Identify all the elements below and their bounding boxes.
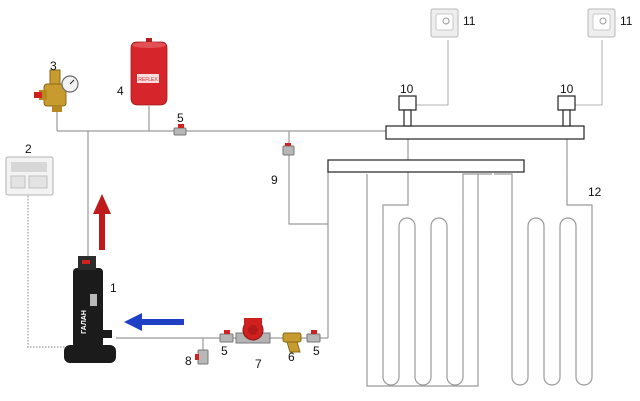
expansion-tank: REFLEX	[130, 38, 168, 106]
arrow-left-icon	[124, 313, 184, 331]
ball-valve-top	[173, 124, 187, 136]
controller-box	[5, 156, 54, 196]
label-floor-loop: 12	[588, 185, 602, 199]
loop-return-outer	[366, 174, 479, 387]
label-thermostat-left: 11	[463, 14, 476, 28]
boiler-brand-text: ГАЛАН	[81, 310, 88, 334]
arrow-up-icon	[93, 194, 111, 250]
thermostat-cable-right	[575, 40, 603, 106]
bypass-pipe	[288, 131, 328, 225]
supply-manifold	[385, 125, 585, 140]
label-boiler: 1	[110, 281, 117, 295]
safety-group	[34, 69, 79, 112]
circulation-pump	[235, 318, 271, 344]
drain-valve	[195, 349, 209, 365]
label-bypass: 9	[271, 173, 278, 187]
tank-brand-text: REFLEX	[138, 77, 158, 83]
label-drain-valve: 8	[185, 354, 192, 368]
ball-valve-pump-right	[306, 330, 321, 343]
label-valve-pump-right: 5	[313, 344, 320, 358]
strainer-filter	[282, 332, 302, 353]
controller-cable	[27, 196, 66, 348]
label-controller: 2	[25, 142, 32, 156]
servo-actuator-left	[398, 95, 417, 127]
servo-actuator-right	[557, 95, 576, 127]
label-valve-top: 5	[177, 111, 184, 125]
label-expansion-tank: 4	[117, 84, 124, 98]
bypass-valve	[282, 143, 295, 156]
room-thermostat-left	[430, 8, 459, 38]
label-thermostat-right: 11	[620, 14, 633, 28]
label-safety-group: 3	[50, 59, 57, 73]
return-manifold	[327, 159, 525, 173]
label-actuator-right: 10	[560, 82, 574, 96]
room-thermostat-right	[587, 8, 616, 38]
floor-loop-b	[494, 139, 593, 386]
thermostat-cable-left	[415, 40, 449, 106]
label-valve-pump-left: 5	[221, 344, 228, 358]
label-actuator-left: 10	[400, 82, 414, 96]
label-filter: 6	[288, 350, 295, 364]
label-pump: 7	[255, 357, 262, 371]
electric-boiler: ГАЛАН	[64, 256, 116, 363]
ball-valve-pump-left	[219, 330, 234, 343]
floor-loop-a	[382, 139, 492, 386]
